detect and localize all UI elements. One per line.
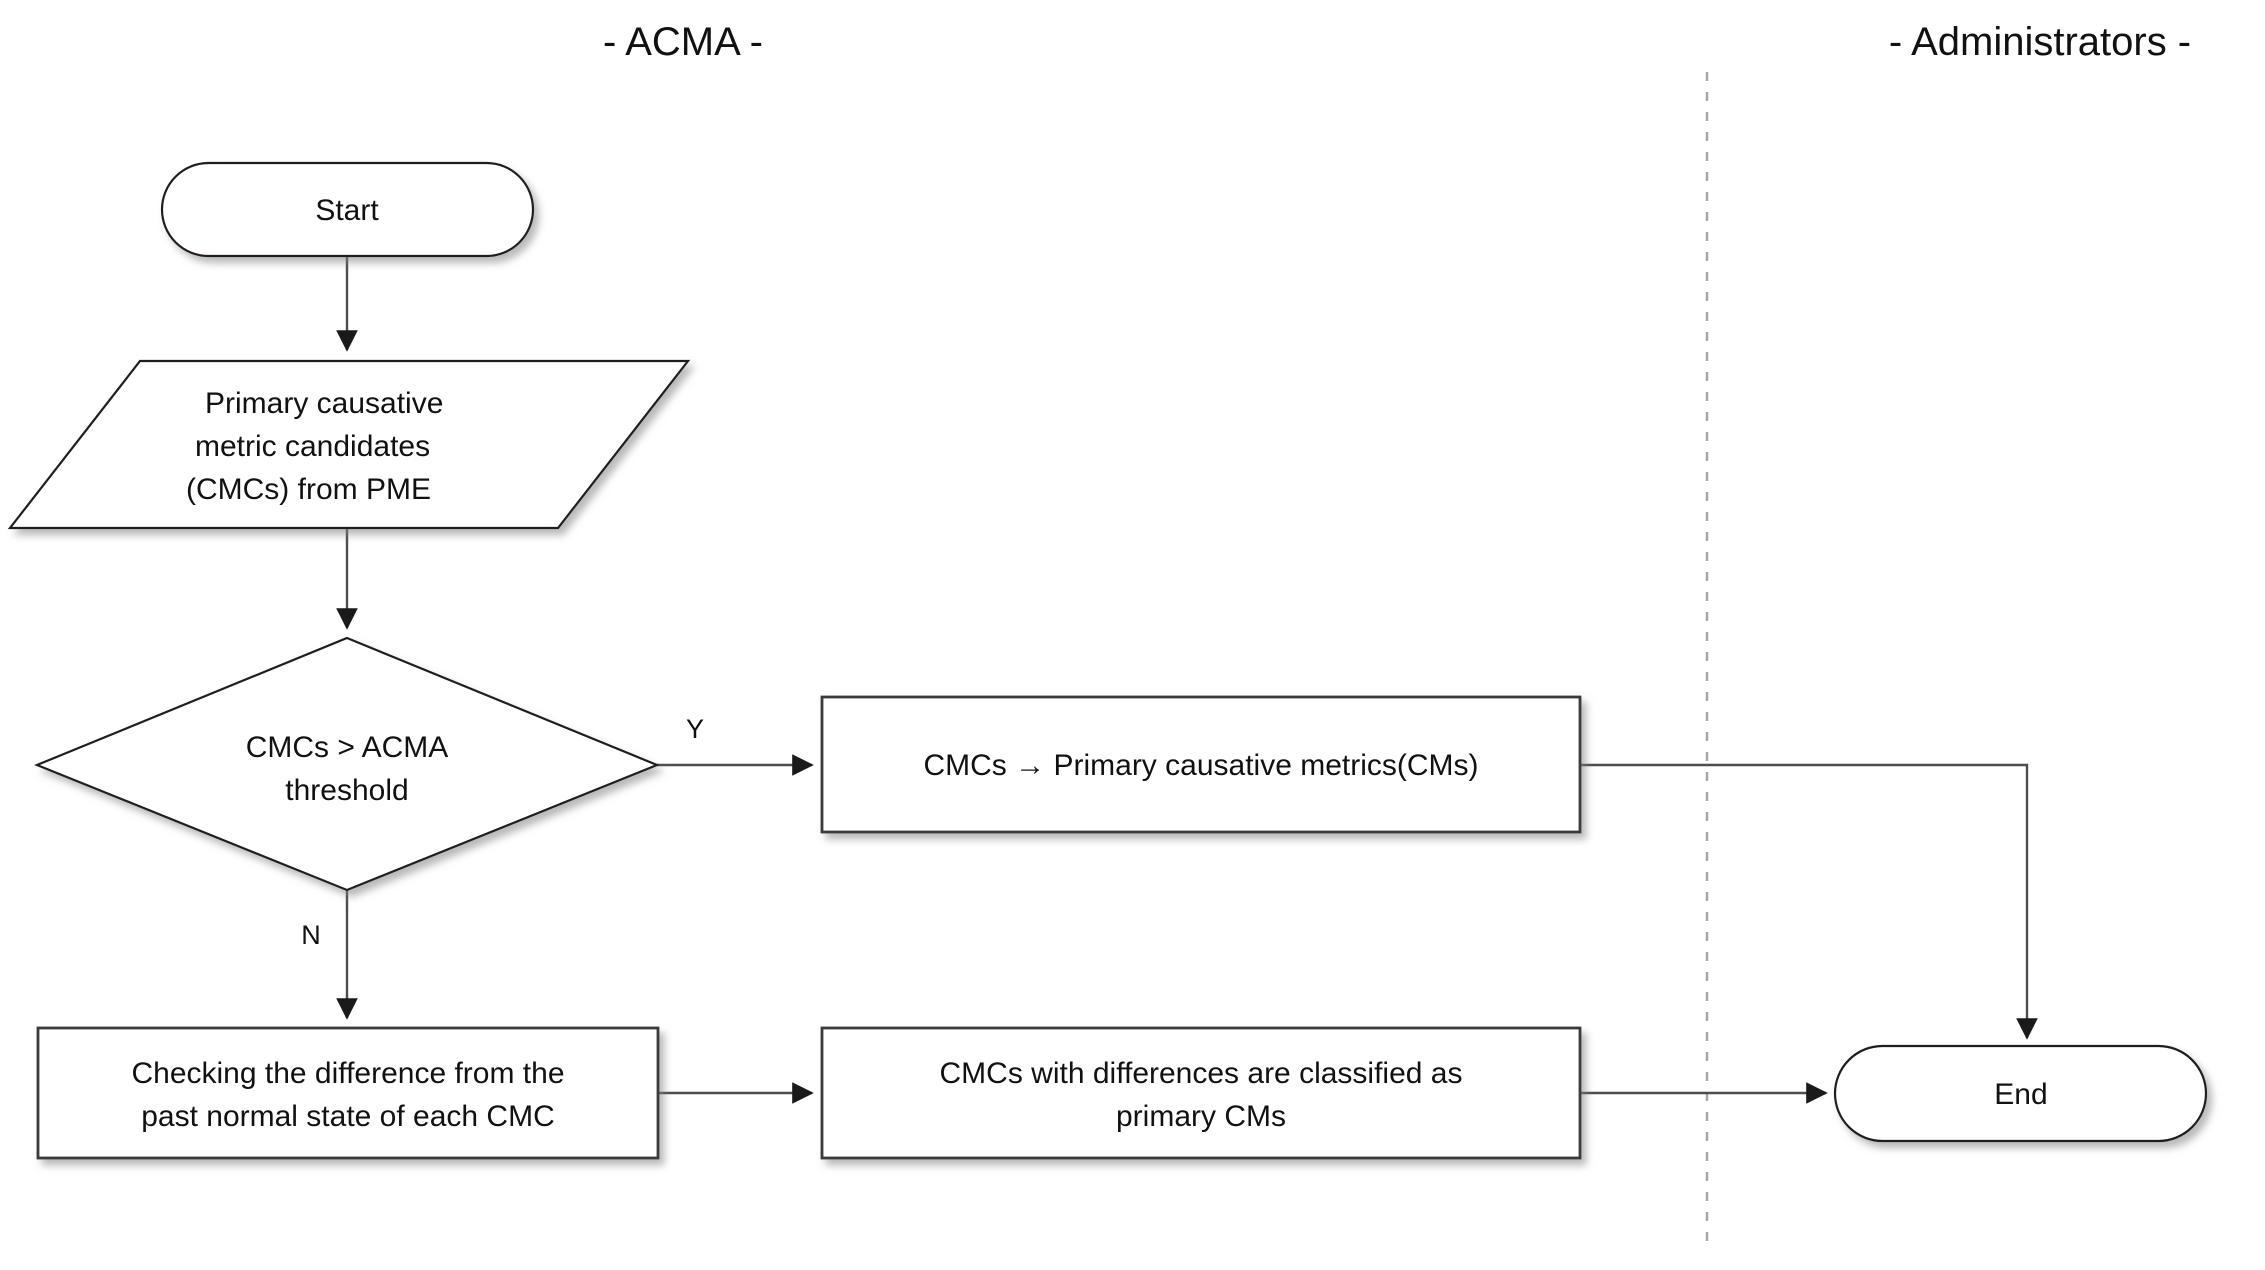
classify-line-2: primary CMs bbox=[1116, 1100, 1286, 1133]
start-terminator-shape bbox=[160, 161, 535, 258]
check-diff-line-1: Checking the difference from the bbox=[131, 1057, 564, 1090]
node-process-classify[interactable]: CMCs with differences are classified as … bbox=[820, 1026, 1582, 1160]
edge-label-yes: Y bbox=[686, 714, 704, 744]
end-label: End bbox=[1994, 1078, 2047, 1111]
check-diff-line-2: past normal state of each CMC bbox=[141, 1100, 555, 1133]
lane-title-acma: - ACMA - bbox=[603, 20, 763, 64]
promote-process-shape bbox=[820, 695, 1582, 834]
node-decision-threshold[interactable]: CMCs > ACMA threshold bbox=[34, 636, 660, 892]
promote-label: CMCs → Primary causative metrics(CMs) bbox=[923, 749, 1478, 782]
edge-label-no: N bbox=[301, 920, 321, 950]
input-line-3-emphasis: PME bbox=[366, 473, 431, 506]
start-label: Start bbox=[315, 194, 379, 227]
classify-line-1: CMCs with differences are classified as bbox=[940, 1057, 1463, 1090]
end-terminator-shape bbox=[1833, 1044, 2208, 1143]
connector-promote-to-end bbox=[1580, 763, 2038, 1040]
node-start[interactable]: Start bbox=[160, 161, 535, 258]
node-end[interactable]: End bbox=[1833, 1044, 2208, 1143]
decision-line-2: threshold bbox=[285, 774, 408, 807]
input-parallelogram-shape bbox=[7, 359, 691, 530]
node-input-cmcs[interactable]: Primary causative metric candidates (CMC… bbox=[7, 359, 691, 530]
input-line-2: metric candidates bbox=[195, 430, 430, 463]
lane-title-administrators: - Administrators - bbox=[1889, 20, 2191, 64]
node-process-check-diff[interactable]: Checking the difference from the past no… bbox=[36, 1026, 660, 1160]
decision-diamond-shape bbox=[34, 636, 660, 892]
input-line-3: (CMCs) from PME bbox=[186, 473, 431, 506]
decision-line-1: CMCs > ACMA bbox=[246, 731, 449, 764]
input-line-3-head: (CMCs) from bbox=[186, 473, 366, 506]
input-line-1: Primary causative bbox=[205, 387, 443, 420]
node-process-promote[interactable]: CMCs → Primary causative metrics(CMs) bbox=[820, 695, 1582, 834]
classify-process-shape bbox=[820, 1026, 1582, 1160]
check-diff-process-shape bbox=[36, 1026, 660, 1160]
